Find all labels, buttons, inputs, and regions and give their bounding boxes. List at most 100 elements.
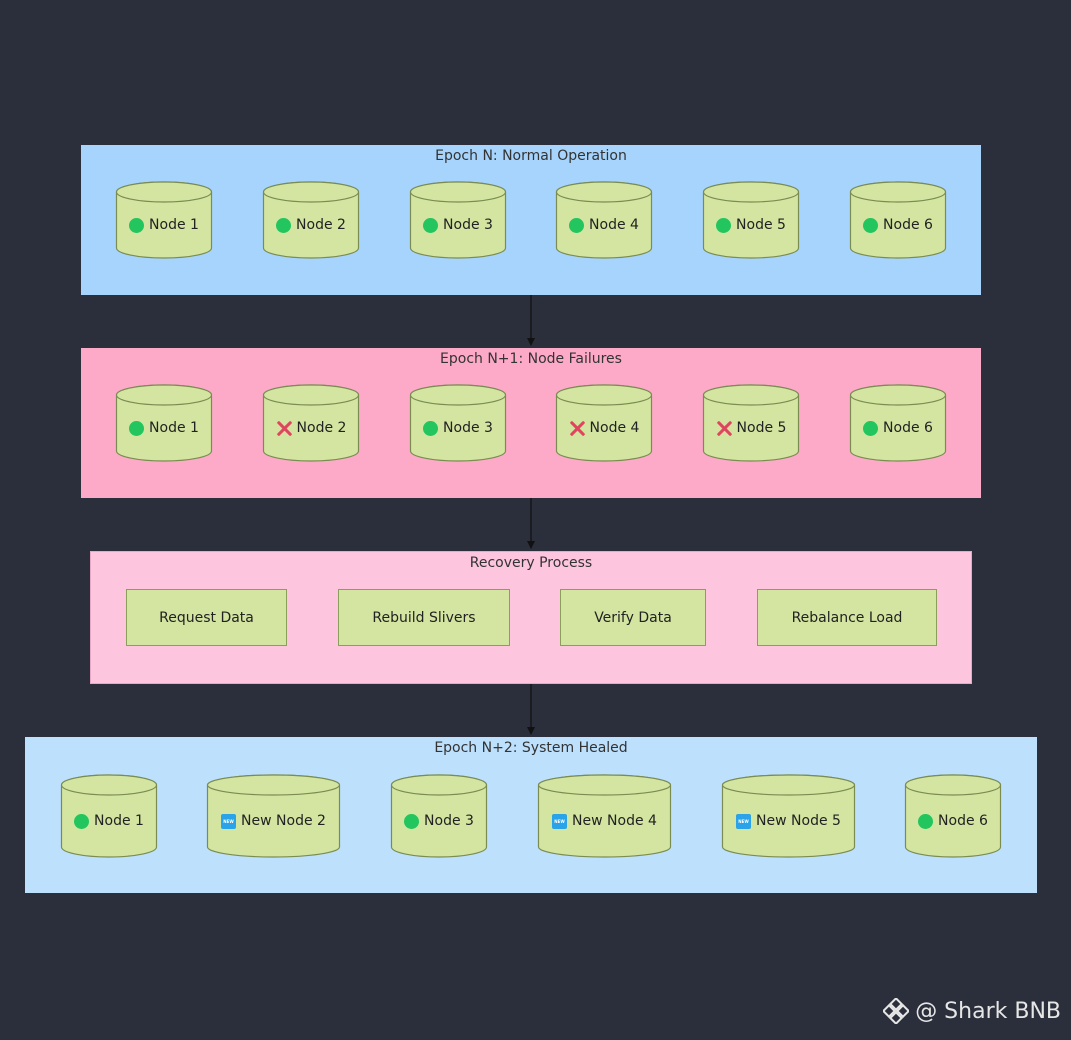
green-circle-icon bbox=[129, 420, 145, 436]
node-cylinder: Node 3 bbox=[409, 181, 507, 259]
node-label: Node 5 bbox=[736, 420, 787, 436]
recovery-process-group: Recovery Process Request Data Rebuild Sl… bbox=[90, 551, 972, 684]
cylinder-shape bbox=[390, 774, 488, 858]
red-x-icon bbox=[276, 420, 292, 436]
node-content: Node 6 bbox=[850, 202, 946, 248]
node-label: New Node 5 bbox=[756, 813, 841, 829]
node-cylinder: Node 6 bbox=[904, 774, 1002, 858]
epoch-n2-title: Epoch N+2: System Healed bbox=[434, 740, 628, 756]
green-circle-icon bbox=[74, 813, 90, 829]
cylinder-shape bbox=[409, 384, 507, 462]
node-cylinder: Node 4 bbox=[555, 181, 653, 259]
node-content: Node 1 bbox=[116, 405, 212, 451]
node-content: Node 2 bbox=[263, 202, 359, 248]
node-cylinder: Node 5 bbox=[702, 181, 800, 259]
node-cylinder: Node 3 bbox=[390, 774, 488, 858]
node-label: Node 6 bbox=[938, 813, 988, 829]
green-circle-icon bbox=[404, 813, 420, 829]
cylinder-shape bbox=[409, 181, 507, 259]
node-content: Node 2 bbox=[263, 405, 359, 451]
node-content: Node 5 bbox=[703, 202, 799, 248]
cylinder-shape bbox=[206, 774, 341, 858]
node-label: New Node 2 bbox=[241, 813, 326, 829]
node-content: Node 1 bbox=[116, 202, 212, 248]
node-label: Node 1 bbox=[149, 217, 199, 233]
cylinder-shape bbox=[262, 384, 360, 462]
node-label: Node 3 bbox=[424, 813, 474, 829]
green-circle-icon bbox=[129, 217, 145, 233]
node-content: Node 3 bbox=[410, 405, 506, 451]
cylinder-shape bbox=[702, 181, 800, 259]
cylinder-shape bbox=[849, 384, 947, 462]
node-label: Node 2 bbox=[296, 420, 347, 436]
epoch-n1-group: Epoch N+1: Node Failures Node 1 Node 2 Nod… bbox=[81, 348, 981, 498]
node-label: Node 4 bbox=[589, 217, 639, 233]
red-x-icon bbox=[569, 420, 585, 436]
cylinder-shape bbox=[721, 774, 856, 858]
node-content: Node 3 bbox=[410, 202, 506, 248]
step-rebalance-load: Rebalance Load bbox=[757, 589, 937, 646]
green-circle-icon bbox=[863, 420, 879, 436]
node-content: Node 4 bbox=[556, 405, 652, 451]
node-cylinder: Node 6 bbox=[849, 384, 947, 462]
node-label: Node 6 bbox=[883, 217, 933, 233]
watermark: @ Shark BNB bbox=[883, 998, 1061, 1024]
node-label: Node 3 bbox=[443, 420, 493, 436]
new-badge-icon: NEW bbox=[221, 813, 237, 829]
cylinder-shape bbox=[537, 774, 672, 858]
node-label: New Node 4 bbox=[572, 813, 657, 829]
green-circle-icon bbox=[569, 217, 585, 233]
node-content: Node 6 bbox=[905, 795, 1001, 847]
step-rebuild-slivers: Rebuild Slivers bbox=[338, 589, 510, 646]
node-label: Node 4 bbox=[589, 420, 640, 436]
node-cylinder: Node 2 bbox=[262, 384, 360, 462]
node-label: Node 5 bbox=[736, 217, 786, 233]
cylinder-shape bbox=[115, 181, 213, 259]
cylinder-shape bbox=[115, 384, 213, 462]
node-cylinder: Node 2 bbox=[262, 181, 360, 259]
node-label: Node 3 bbox=[443, 217, 493, 233]
node-content: Node 5 bbox=[703, 405, 799, 451]
new-badge-icon: NEW bbox=[736, 813, 752, 829]
new-badge-icon: NEW bbox=[552, 813, 568, 829]
cylinder-shape bbox=[702, 384, 800, 462]
epoch-n1-title: Epoch N+1: Node Failures bbox=[440, 351, 622, 367]
step-request-data: Request Data bbox=[126, 589, 287, 646]
epoch-n-title: Epoch N: Normal Operation bbox=[435, 148, 627, 164]
node-content: Node 6 bbox=[850, 405, 946, 451]
node-cylinder: Node 1 bbox=[60, 774, 158, 858]
node-content: Node 4 bbox=[556, 202, 652, 248]
green-circle-icon bbox=[276, 217, 292, 233]
node-label: Node 2 bbox=[296, 217, 346, 233]
cylinder-shape bbox=[904, 774, 1002, 858]
cylinder-shape bbox=[555, 181, 653, 259]
green-circle-icon bbox=[863, 217, 879, 233]
green-circle-icon bbox=[918, 813, 934, 829]
node-content: Node 1 bbox=[61, 795, 157, 847]
node-cylinder: Node 6 bbox=[849, 181, 947, 259]
cylinder-shape bbox=[555, 384, 653, 462]
red-x-icon bbox=[716, 420, 732, 436]
epoch-n-group: Epoch N: Normal Operation Node 1 Node 2 No… bbox=[81, 145, 981, 295]
node-label: Node 1 bbox=[149, 420, 199, 436]
node-cylinder: Node 1 bbox=[115, 181, 213, 259]
cylinder-shape bbox=[849, 181, 947, 259]
step-verify-data: Verify Data bbox=[560, 589, 706, 646]
green-circle-icon bbox=[423, 420, 439, 436]
node-label: Node 6 bbox=[883, 420, 933, 436]
watermark-text: @ Shark BNB bbox=[915, 998, 1061, 1024]
green-circle-icon bbox=[716, 217, 732, 233]
node-cylinder: Node 3 bbox=[409, 384, 507, 462]
node-label: Node 1 bbox=[94, 813, 144, 829]
node-content: Node 3 bbox=[391, 795, 487, 847]
recovery-process-title: Recovery Process bbox=[469, 555, 593, 571]
binance-logo-icon bbox=[883, 998, 910, 1024]
green-circle-icon bbox=[423, 217, 439, 233]
